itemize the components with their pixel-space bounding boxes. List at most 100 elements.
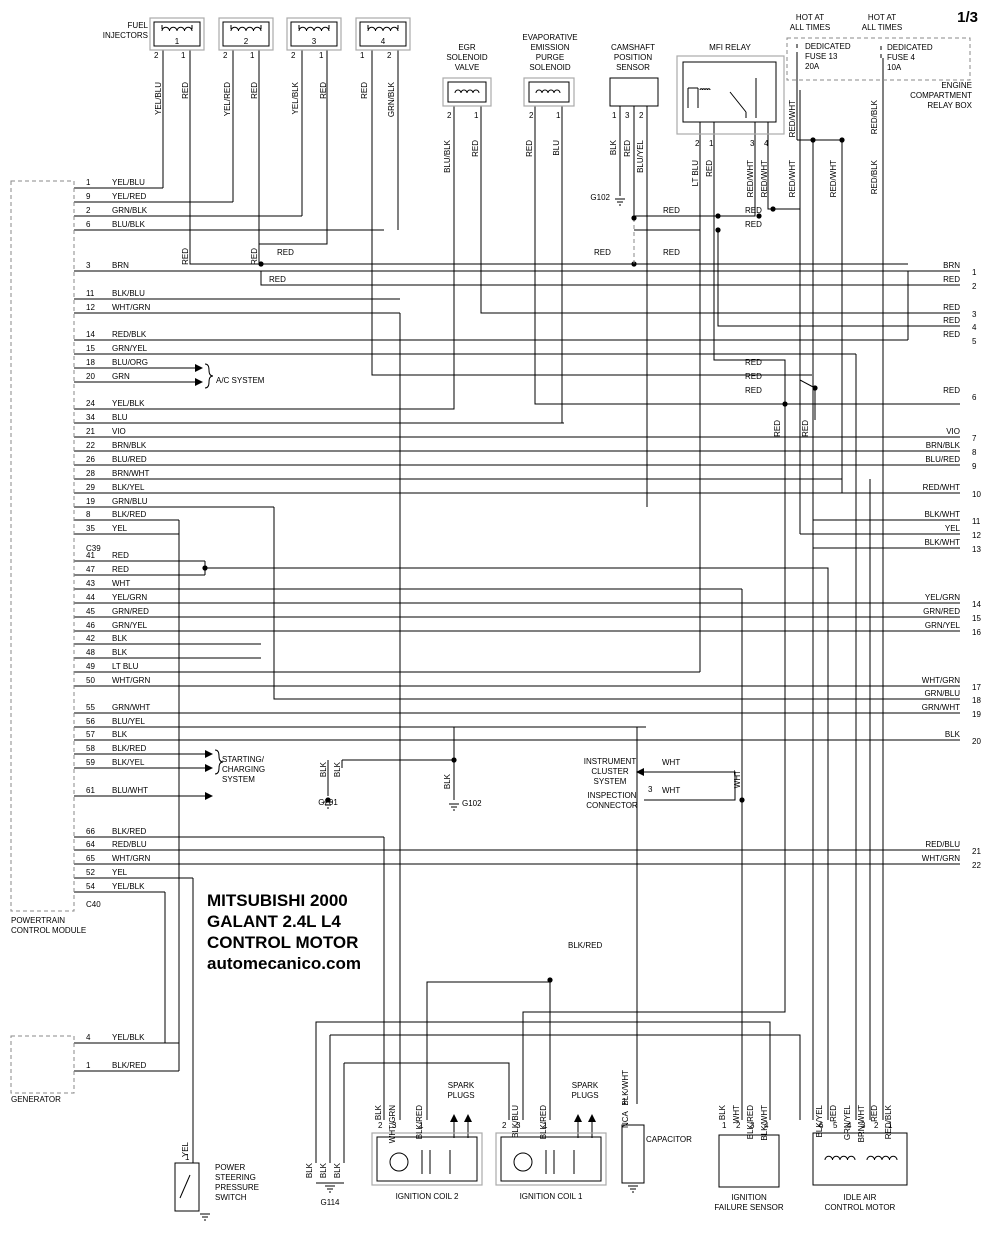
- arrow: [195, 364, 203, 372]
- arrow: [588, 1114, 596, 1122]
- injector-number: 3: [312, 37, 317, 46]
- pcm-wire-label: GRN: [112, 372, 130, 381]
- pcm-pin-6: 6: [86, 220, 91, 229]
- pcm-pin-15: 15: [86, 344, 95, 353]
- coil-lead: [298, 25, 330, 29]
- gen-wire-label: BLK/RED: [112, 1061, 146, 1070]
- vertical-wire-label: BLK/WHT: [621, 1070, 630, 1106]
- core-lines: [421, 1150, 451, 1174]
- pcm-pin-42: 42: [86, 634, 95, 643]
- gen-pin: 4: [86, 1033, 91, 1042]
- switch-contact: [179, 1174, 191, 1199]
- wire: [453, 1122, 469, 1138]
- vertical-wire-label: RED: [829, 1105, 838, 1122]
- injector-body: [359, 21, 407, 47]
- ground-symbol: [325, 1185, 335, 1193]
- pcm-wire-label: RED/BLK: [112, 330, 147, 339]
- pcm-wire-label: GRN/BLK: [112, 206, 148, 215]
- vertical-wire-label: RED/BLK: [870, 99, 879, 134]
- pcm-wire-label: BLK: [112, 730, 128, 739]
- pcm-pin-2: 2: [86, 206, 91, 215]
- connector-number: 13: [972, 545, 981, 554]
- pcm-pin-58: 58: [86, 744, 95, 753]
- injector-body: [153, 21, 201, 47]
- pcm-pin-3: 3: [86, 261, 91, 270]
- pcm-wire-label: BLU/WHT: [112, 786, 148, 795]
- inline-wire-label: RED: [745, 206, 762, 215]
- connector-number: 21: [972, 847, 981, 856]
- pin-number: 3: [750, 139, 755, 148]
- pin-number: 2: [387, 51, 392, 60]
- ignition-coil-2-label: IGNITION COIL 2: [396, 1192, 459, 1201]
- coil-lead: [230, 25, 262, 29]
- generator-label: GENERATOR: [11, 1095, 61, 1104]
- pin-number: 2: [736, 1121, 741, 1130]
- splice-dot: [325, 797, 331, 803]
- pcm-pin-35: 35: [86, 524, 95, 533]
- pcm-wire-label: GRN/YEL: [112, 621, 148, 630]
- vertical-wire-label: BLK: [718, 1104, 727, 1120]
- injector-4: [355, 17, 411, 51]
- ground-symbol: [200, 1213, 210, 1221]
- injector-body: [290, 21, 338, 47]
- components: [10, 17, 971, 1212]
- connector-c39: C39: [86, 544, 101, 553]
- pcm-wire-label: WHT/GRN: [112, 303, 150, 312]
- pcm-pin-57: 57: [86, 730, 95, 739]
- pcm-pin-61: 61: [86, 786, 95, 795]
- vertical-wire-label: GRN/BLK: [387, 81, 396, 117]
- inline-wire-label: RED: [269, 275, 286, 284]
- wires: [74, 50, 960, 1221]
- pcm-wire-label: RED: [112, 551, 129, 560]
- pcm-wire-label: BLK/RED: [112, 510, 146, 519]
- pcm-pin-34: 34: [86, 413, 95, 422]
- connector-number: 20: [972, 737, 981, 746]
- pin-number: 2: [223, 51, 228, 60]
- vertical-wire-label: RED/WHT: [746, 160, 755, 197]
- pcm-pin-18: 18: [86, 358, 95, 367]
- inline-wire-label: RED: [745, 220, 762, 229]
- injector-number: 2: [244, 37, 249, 46]
- brace: [214, 749, 224, 775]
- pin-number: 6: [819, 1121, 824, 1130]
- relay-box: [786, 37, 971, 81]
- injector-body: [222, 21, 270, 47]
- pin-number: 3: [861, 1121, 866, 1130]
- pcm-pin-19: 19: [86, 497, 95, 506]
- vertical-wire-label: RED/WHT: [760, 160, 769, 197]
- ground-g201: G201: [318, 798, 338, 807]
- wire: [330, 1034, 801, 1120]
- nca-label: NCA: [621, 1110, 630, 1128]
- pcm-pin-22: 22: [86, 441, 95, 450]
- ac-system-label: A/C SYSTEM: [216, 376, 265, 385]
- pcm-pin-20: 20: [86, 372, 95, 381]
- coil-symbol: [298, 26, 330, 32]
- pcm-pin-28: 28: [86, 469, 95, 478]
- capacitor-label: CAPACITOR: [646, 1135, 692, 1144]
- right-wire-label: BRN/BLK: [926, 441, 961, 450]
- pcm-wire-label: BLU/YEL: [112, 717, 145, 726]
- arrow: [205, 764, 213, 772]
- vertical-wire-label: BLK: [319, 761, 328, 777]
- coil-symbol: [866, 1155, 898, 1161]
- right-wire-label: RED: [943, 303, 960, 312]
- vertical-wire-label: RED: [319, 82, 328, 99]
- pin-number: 1: [181, 51, 186, 60]
- injector-2: [218, 17, 274, 51]
- connector-number: 22: [972, 861, 981, 870]
- wire: [577, 1122, 593, 1138]
- pcm-wire-label: BLK: [112, 648, 128, 657]
- vertical-wire-label: BLK: [443, 773, 452, 789]
- vertical-wire-label: BLK: [609, 139, 618, 155]
- idle-air-control-motor: [812, 1132, 908, 1186]
- connector-number: 3: [972, 310, 977, 319]
- arrow: [464, 1114, 472, 1122]
